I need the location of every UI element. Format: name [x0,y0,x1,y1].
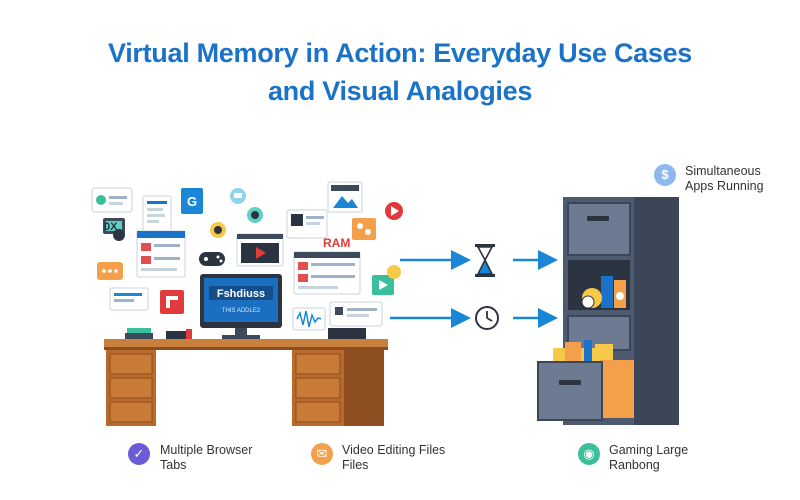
video-editing-label: Video Editing Files Files [342,443,446,472]
red-play-icon [385,202,403,220]
browser-tabs-label: Multiple Browser Tabs [160,443,253,472]
notes-card-icon [329,301,383,327]
image-gallery-card [327,181,363,213]
doc-card-icon [142,195,172,235]
desk-right-drawers [292,350,344,426]
video-player-card [236,233,284,267]
chat-card-icon [91,187,133,213]
dollar-icon: $ [654,164,676,186]
desk-left-drawers [106,350,156,426]
ram-label: RAM [323,236,350,250]
message-card-icon [109,287,149,311]
chat-circle-icon [247,207,263,223]
hourglass-icon [475,244,495,277]
gaming-label: Gaming Large Ranbong [609,443,689,472]
monitor-screen-title: Fshdiuss [217,288,265,300]
page-title: Virtual Memory in Action: Everyday Use C… [0,34,800,110]
blue-app-letter: G [187,194,197,209]
desk [104,339,388,426]
envelope-icon: ✉ [311,443,333,465]
monitor-screen-subtitle: THIS ADDLE2 [222,308,261,314]
book-stack [125,328,153,339]
title-line-2: and Visual Analogies [267,76,533,106]
clock-icon [475,306,499,330]
file-manager-card [293,251,361,295]
filing-cabinet [537,197,679,425]
phone-device [166,329,192,339]
ox-label-icon: 0X [104,221,118,233]
desktop-monitor: Fshdiuss THIS ADDLE2 [200,274,282,339]
check-icon: ✓ [128,443,150,465]
red-square-icon [160,290,184,314]
yellow-bell-icon [387,265,401,279]
cabinet-open-shelf [568,260,630,310]
cabinet-pulled-drawer [537,340,634,421]
cabinet-top-drawer [567,202,631,256]
yellow-coin-icon [210,222,226,238]
browser-window-card [136,230,186,278]
orange-app-icon [352,218,376,240]
audio-wave-card [292,307,326,331]
green-play-icon [372,275,394,295]
gamepad-bullet-icon: ◉ [578,443,600,465]
floating-app-icons: G 0X [91,181,403,331]
simultaneous-apps-label: Simultaneous Apps Running [685,164,764,193]
contact-card-icon [286,209,328,239]
settings-circle-icon [113,229,125,241]
chat-orange-icon [97,262,123,280]
gamepad-icon [199,252,225,266]
keyboard-device [328,328,366,339]
title-line-1: Virtual Memory in Action: Everyday Use C… [107,38,693,68]
ox-label: 0X [104,221,118,233]
blue-app-icon: G [181,188,203,214]
teal-bubble-icon [230,188,246,204]
